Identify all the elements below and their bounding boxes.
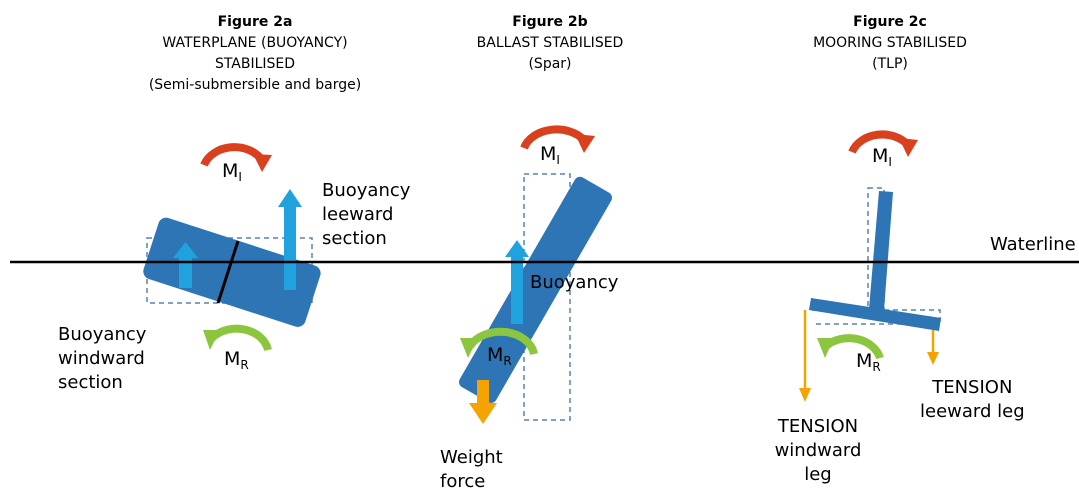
fig2a-mr-main: M: [224, 348, 241, 370]
fig2c-title-line-1: MOORING STABILISED: [813, 35, 967, 51]
fig2c-figure-number: Figure 2c: [853, 14, 927, 30]
fig2a-leeward-line-3: section: [322, 228, 387, 249]
fig2a-windward-label: Buoyancy windward section: [58, 323, 146, 395]
fig2b-header: Figure 2b BALLAST STABILISED (Spar): [450, 12, 650, 75]
fig2a-title-line-2: STABILISED: [214, 56, 296, 72]
fig2a-righting-moment-label: MR: [224, 348, 249, 372]
fig2c-leeward-label: TENSION leeward leg: [920, 376, 1025, 424]
fig2c-title-line-2: (TLP): [872, 56, 908, 72]
fig2a-header: Figure 2a WATERPLANE (BUOYANCY) STABILIS…: [100, 12, 410, 96]
fig2c-header: Figure 2c MOORING STABILISED (TLP): [790, 12, 990, 75]
fig2b-weight-arrow: [469, 380, 497, 424]
fig2a-mi-sub: I: [238, 170, 242, 184]
fig2a-mr-sub: R: [240, 358, 249, 372]
fig2b-weight-line-1: Weight: [440, 447, 503, 468]
fig2c-mi-sub: I: [888, 155, 892, 169]
fig2b-figure-number: Figure 2b: [512, 14, 588, 30]
fig2b-weight-label: Weight force: [440, 446, 503, 494]
fig2c-windward-line-3: leg: [804, 464, 832, 485]
fig2a-leeward-line-2: leeward: [322, 204, 394, 225]
fig2a-leeward-line-1: Buoyancy: [322, 180, 411, 201]
fig2c-leeward-line-1: TENSION: [932, 377, 1013, 398]
fig2b-mr-main: M: [487, 344, 504, 366]
fig2a-inclining-moment-arrow: [200, 143, 272, 172]
fig2a-windward-line-2: windward: [58, 348, 145, 369]
fig2c-windward-line-1: TENSION: [777, 416, 859, 437]
fig2a-figure-number: Figure 2a: [217, 14, 293, 30]
fig2c-righting-moment-label: MR: [856, 350, 881, 374]
fig2c-mi-main: M: [872, 145, 889, 167]
fig2a-inclining-moment-label: MI: [222, 160, 242, 184]
fig2a-mi-main: M: [222, 160, 239, 182]
fig2b-mi-sub: I: [556, 153, 560, 167]
fig2c-mr-sub: R: [872, 360, 881, 374]
fig2a-righting-moment-arrow: [203, 324, 272, 352]
fig2b-mr-sub: R: [503, 354, 512, 368]
fig2b-inclining-moment-label: MI: [540, 143, 560, 167]
fig2c-leeward-line-2: leeward leg: [920, 401, 1025, 422]
fig2b-weight-line-2: force: [440, 471, 486, 492]
fig2c-inclining-moment-arrow: [848, 130, 918, 157]
waterline-label: Waterline: [990, 234, 1076, 255]
fig2b-righting-moment-label: MR: [487, 344, 512, 368]
fig2c-tlp-pontoon: [809, 298, 941, 331]
fig2c-tension-leeward-arrow: [927, 330, 939, 365]
fig2a-windward-line-3: section: [58, 372, 123, 393]
fig2a-windward-line-1: Buoyancy: [58, 324, 147, 345]
fig2a-center-line: [216, 240, 240, 304]
fig2b-title-line-1: BALLAST STABILISED: [476, 35, 624, 51]
fig2b-spar-hull: [459, 176, 612, 403]
fig2a-buoyancy-leeward-arrow: [278, 189, 302, 290]
fig2a-buoyancy-windward-arrow: [173, 242, 198, 288]
fig2b-buoyancy-label: Buoyancy: [530, 272, 619, 293]
fig2b-buoyancy-arrow: [505, 240, 529, 324]
fig2a-title-line-1: WATERPLANE (BUOYANCY): [162, 35, 348, 51]
fig2c-mr-main: M: [856, 350, 873, 372]
fig2a-leeward-label: Buoyancy leeward section: [322, 179, 410, 251]
fig2b-mi-main: M: [540, 143, 557, 165]
fig2c-windward-line-2: windward: [774, 440, 862, 461]
fig2c-tension-windward-arrow: [799, 310, 811, 402]
fig2c-inclining-moment-label: MI: [872, 145, 892, 169]
fig2c-righting-moment-arrow: [817, 334, 884, 360]
fig2b-title-line-2: (Spar): [528, 56, 572, 72]
fig2c-windward-label: TENSION windward leg: [768, 415, 868, 487]
fig2c-tlp-column: [869, 191, 893, 310]
fig2b-righting-moment-arrow: [460, 327, 538, 358]
fig2a-title-line-3: (Semi-submersible and barge): [148, 77, 362, 93]
fig2b-inclining-moment-arrow: [520, 125, 595, 153]
